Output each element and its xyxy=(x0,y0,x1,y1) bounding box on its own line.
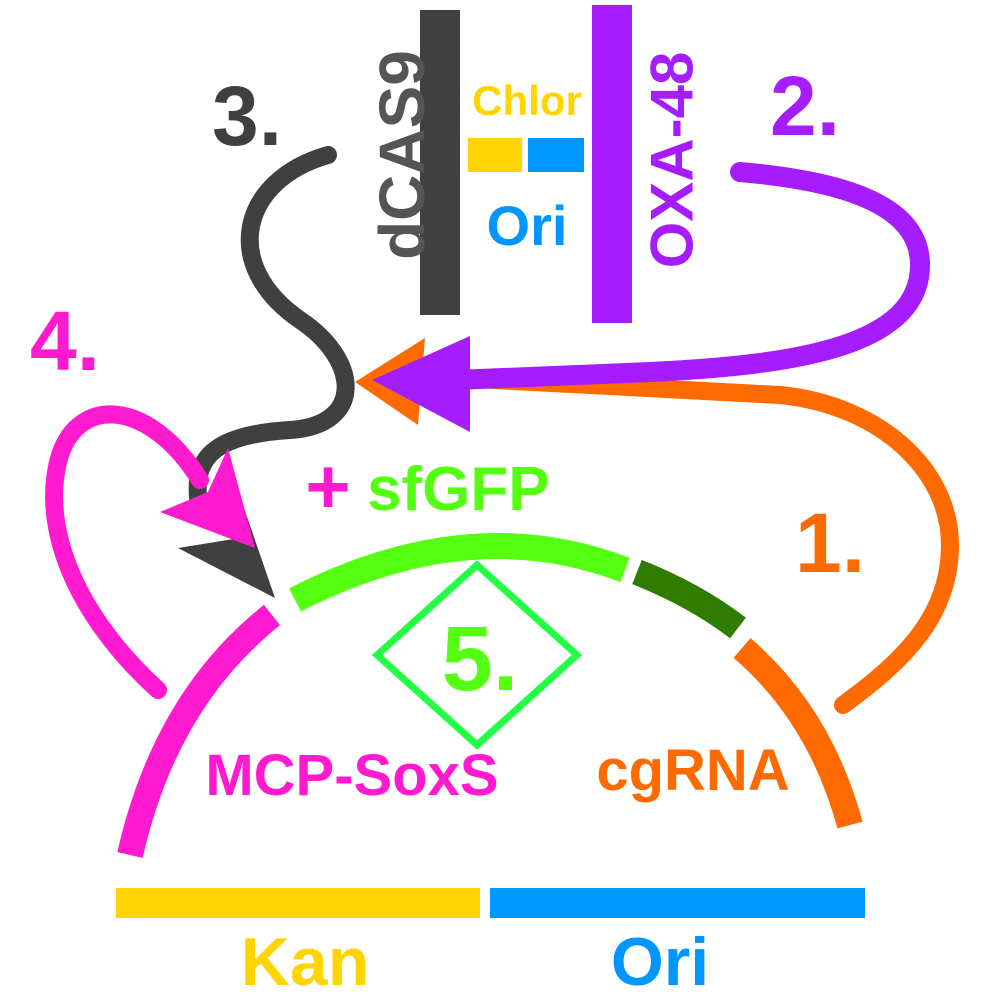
chlor-label: Chlor xyxy=(472,77,582,124)
step-2-purple-arrow-path xyxy=(445,162,931,390)
sfgfp-arc xyxy=(289,533,630,612)
step-1-label: 1. xyxy=(795,496,865,590)
dcas9-label: dCAS9 xyxy=(366,50,438,260)
kan-label: Kan xyxy=(241,924,369,1000)
plus-sign: + xyxy=(305,442,351,530)
step-5-label: 5. xyxy=(442,608,519,710)
oxa48-label: OXA-48 xyxy=(639,52,706,269)
ori-top-marker-block xyxy=(528,138,584,172)
kan-marker-bar xyxy=(116,888,480,918)
step-2-label: 2. xyxy=(770,59,840,153)
ori-bottom-label: Ori xyxy=(611,924,709,1000)
cgrna-arc xyxy=(733,638,863,829)
oxa48-gene-bar xyxy=(592,5,632,323)
step-4-magenta-arrow-path xyxy=(45,405,209,699)
mcp-soxs-arc xyxy=(117,604,281,858)
dcas9-gene-bar xyxy=(420,10,460,315)
step-4-magenta-arrowhead xyxy=(160,448,255,548)
step-5-diamond xyxy=(371,560,583,750)
step-3-dark-arrowhead xyxy=(178,482,275,598)
ori-top-label: Ori xyxy=(487,194,568,257)
ori-bottom-marker-bar xyxy=(490,888,865,918)
promoter-arc-segment xyxy=(632,559,746,639)
chlor-marker-block xyxy=(468,138,522,172)
step-4-label: 4. xyxy=(30,294,100,388)
mcp-soxs-label: MCP-SoxS xyxy=(205,743,498,808)
step-3-label: 3. xyxy=(212,69,282,163)
step-2-purple-arrowhead xyxy=(372,336,470,432)
step-3-dark-arrow-path xyxy=(188,146,355,519)
step-1-orange-arrow-path xyxy=(391,366,960,714)
sfgfp-label: sfGFP xyxy=(367,455,550,524)
cgrna-label: cgRNA xyxy=(596,738,789,803)
